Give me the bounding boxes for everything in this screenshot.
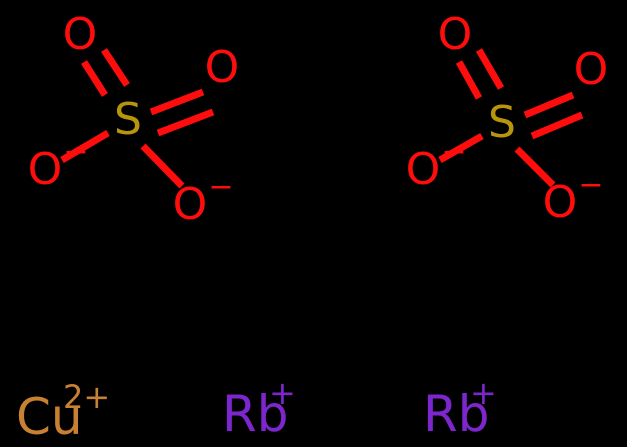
sulfate-group-right: O O O − O − S xyxy=(406,9,609,228)
ion-label-rubidium-2: Rb xyxy=(423,385,489,443)
atom-o-left-bottom-right: O xyxy=(173,179,208,230)
atom-s-right: S xyxy=(488,97,516,148)
atom-s-left: S xyxy=(114,94,142,145)
ion-label-copper: Cu xyxy=(16,388,83,446)
bond-single-s-o-right-bottom-left xyxy=(438,132,484,164)
ion-charge-rubidium-2: + xyxy=(470,374,497,412)
ion-charge-copper: 2+ xyxy=(63,378,110,416)
counter-ions: Cu 2+ Rb + Rb + xyxy=(16,374,497,446)
atom-o-right-bottom-right: O xyxy=(543,177,578,228)
atom-o-left-bottom-left: O xyxy=(28,144,63,195)
ion-label-rubidium-1: Rb xyxy=(222,385,288,443)
bond-single-s-o-left-bottom-right xyxy=(140,143,185,189)
atom-o-right-bottom-left: O xyxy=(406,144,441,195)
atom-o-left-top-right: O xyxy=(205,42,240,93)
charge-o-left-bottom-right: − xyxy=(208,170,233,205)
sulfate-group-left: O O O − O − S xyxy=(28,9,240,230)
bond-double-s-o-left-top-left xyxy=(81,48,130,97)
bond-double-s-o-right-top-right xyxy=(523,91,584,140)
atom-o-left-top-left: O xyxy=(63,9,98,60)
charge-o-right-bottom-right: − xyxy=(578,168,603,203)
ion-charge-rubidium-1: + xyxy=(269,374,296,412)
atom-o-right-top-right: O xyxy=(574,44,609,95)
bond-single-s-o-right-bottom-right xyxy=(514,146,556,188)
charge-o-right-bottom-left: − xyxy=(441,135,466,170)
bond-double-s-o-left-top-right xyxy=(149,88,215,137)
bond-single-s-o-left-bottom-left xyxy=(60,129,110,164)
bond-double-s-o-right-top-left xyxy=(455,48,505,100)
charge-o-left-bottom-left: − xyxy=(63,135,88,170)
atom-o-right-top-left: O xyxy=(438,9,473,60)
